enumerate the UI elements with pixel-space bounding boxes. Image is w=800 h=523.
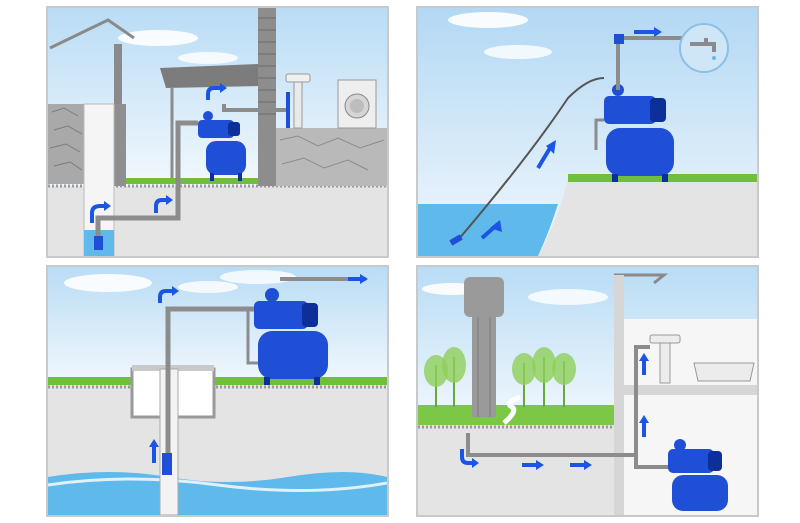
house-wall (614, 275, 624, 515)
house-roof (614, 273, 669, 285)
cloud (220, 270, 296, 284)
stone-foundation (276, 128, 387, 186)
cloud (448, 12, 528, 28)
pump-station (254, 288, 328, 385)
tree-icon (532, 347, 556, 407)
pressure-tank-icon (606, 128, 674, 176)
cloud (178, 281, 238, 293)
tree-icon (512, 353, 536, 407)
flow-arrow-icon (90, 204, 104, 223)
suction-pipe (95, 120, 198, 243)
tree-icon (442, 347, 466, 407)
grass (108, 178, 387, 184)
bathtub-icon (693, 362, 755, 382)
pump-icon (668, 449, 714, 473)
cloud (528, 289, 608, 305)
suction-hose (457, 77, 605, 241)
flow-arrow-icon (206, 86, 220, 100)
lake (418, 204, 558, 256)
panel-well-house (46, 6, 389, 258)
pump-icon (604, 96, 656, 124)
water-tower-icon (464, 277, 504, 417)
grass (48, 377, 387, 385)
flow-arrow-icon (460, 449, 472, 465)
tree-icon (424, 355, 448, 407)
panel-lake-tap (416, 6, 759, 258)
submersible-strainer (162, 453, 172, 475)
panel-borehole (46, 265, 389, 517)
pressure-tank-icon (258, 331, 328, 379)
sink-icon (285, 73, 311, 83)
water-tower-illustration (418, 267, 757, 515)
pressure-tank-icon (672, 475, 728, 511)
cloud (64, 274, 152, 292)
cloud (118, 30, 198, 46)
aquifer-water (48, 472, 387, 515)
strainer (94, 236, 103, 250)
floor-slab (624, 385, 757, 395)
pump-icon (198, 120, 234, 138)
pump-icon (254, 301, 308, 329)
well-house-illustration (48, 8, 387, 256)
delivery-pipe (616, 36, 686, 90)
cloud (178, 52, 238, 64)
tree-icon (552, 353, 576, 407)
delivery-pipe (165, 306, 258, 453)
pump-station (198, 111, 246, 181)
pressure-tank-icon (206, 141, 246, 175)
pump-station (604, 84, 674, 182)
cloud (484, 45, 552, 59)
flow-arrow-icon (536, 146, 552, 170)
pump-station (668, 439, 728, 511)
shed-roof (160, 64, 262, 88)
cliff (538, 180, 757, 256)
panel-water-tower (416, 265, 759, 517)
faucet-icon (679, 23, 729, 73)
well-roof (49, 18, 135, 50)
flow-arrow-icon (158, 289, 172, 303)
lake-tap-illustration (418, 8, 757, 256)
brick-column (258, 8, 276, 186)
borehole-illustration (48, 267, 387, 515)
sink-icon (649, 334, 681, 344)
flow-arrow-icon (154, 198, 166, 213)
